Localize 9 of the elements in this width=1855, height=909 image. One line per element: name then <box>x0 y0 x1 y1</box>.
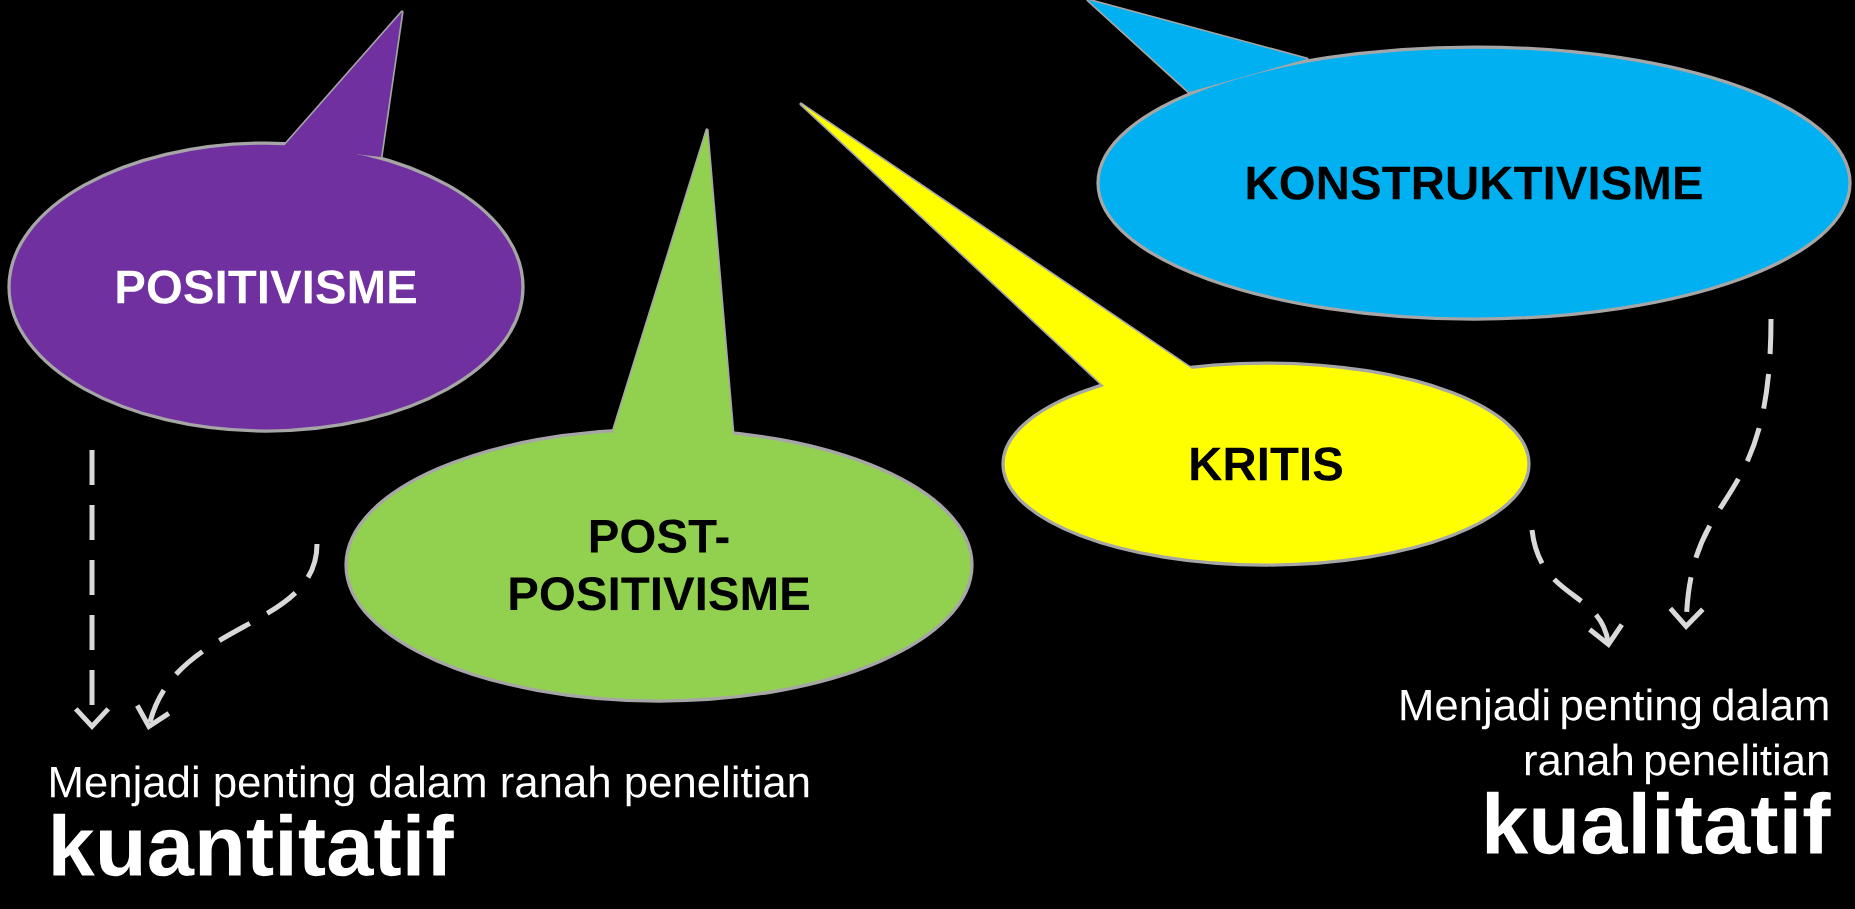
dashed-arrow <box>135 543 320 730</box>
caption-text: Menjadi penting dalam ranah penelitian kuantitatif <box>51 765 809 877</box>
dashed-arrow <box>73 450 111 730</box>
speech-bubble: POSITIVISME <box>7 10 525 433</box>
node-label: KRITIS <box>1191 447 1342 481</box>
dashed-arrow <box>1529 529 1624 648</box>
dashed-arrow <box>1668 318 1774 630</box>
caption-text: Menjadi penting dalam ranah penelitian kualitatif <box>1401 688 1831 855</box>
speech-bubble: KONSTRUKTIVISME <box>1086 0 1852 321</box>
